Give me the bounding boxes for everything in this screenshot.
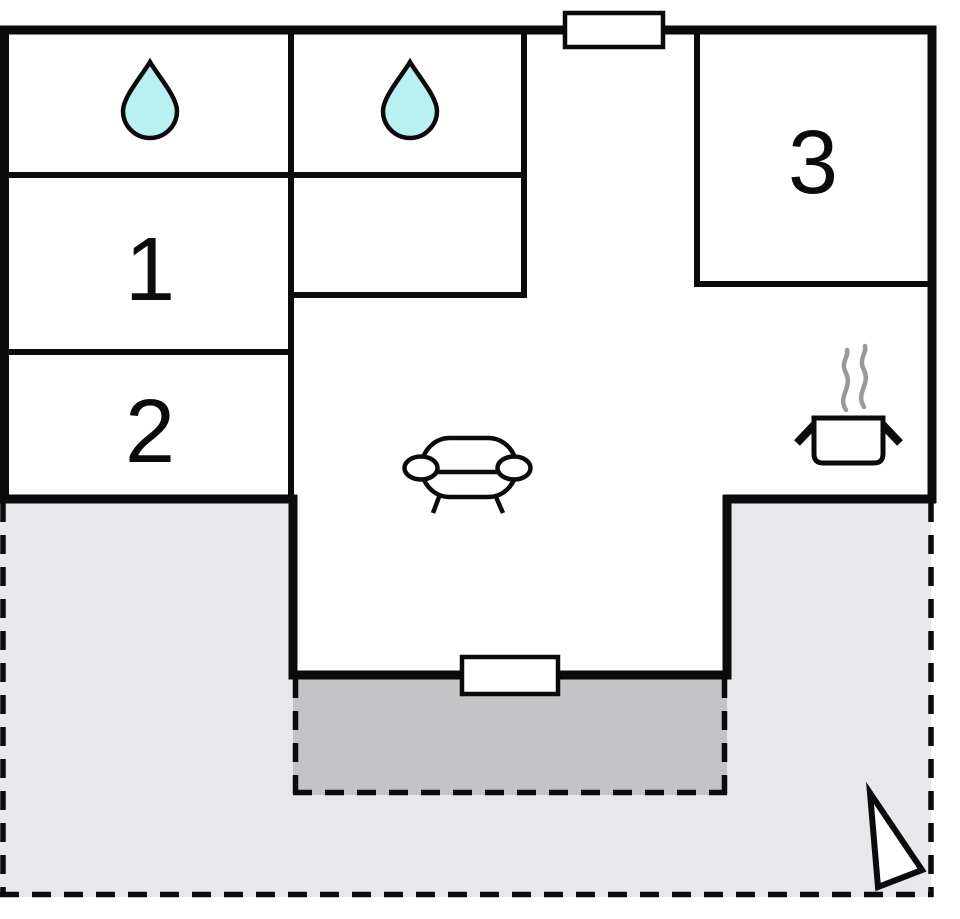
room-1-label: 1 <box>125 220 175 320</box>
living-room-floor <box>289 499 731 677</box>
sofa-armrest-left <box>402 454 440 482</box>
steam-line <box>840 347 850 413</box>
top-entrance-door <box>562 10 666 50</box>
sofa-icon <box>402 435 533 514</box>
sofa-armrest-right <box>495 454 533 482</box>
water-drop-icon <box>120 57 180 141</box>
room-2-label: 2 <box>125 382 175 482</box>
water-drop-icon <box>380 57 440 141</box>
room-3-label: 3 <box>788 113 838 213</box>
north-arrow-icon <box>866 781 927 892</box>
sofa-leg-left <box>430 496 442 514</box>
steam-line <box>858 343 868 410</box>
bottom-terrace-door <box>459 654 561 697</box>
cooking-pot-icon <box>794 343 903 466</box>
sofa-leg-right <box>493 496 506 514</box>
covered-terrace-area <box>293 679 727 795</box>
pot-body <box>811 415 886 466</box>
